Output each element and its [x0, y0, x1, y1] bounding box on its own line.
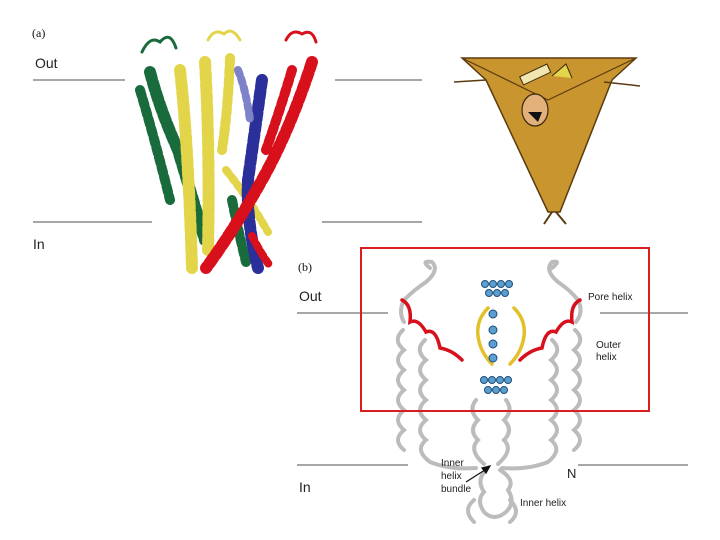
- membrane-lines-b: [297, 312, 688, 466]
- inner-helix-bundle-label-line3: bundle: [441, 484, 472, 495]
- panel-a-in-label: In: [33, 236, 45, 252]
- outer-helix-label-line2: helix: [596, 352, 617, 363]
- pore-helix-segments: [400, 298, 582, 366]
- panel-b-out-label: Out: [299, 288, 322, 304]
- panel-b-in-label: In: [299, 479, 311, 495]
- protein-ribbon-a: [135, 29, 318, 274]
- membrane-lines-a: [33, 79, 422, 223]
- panel-a-label: (a): [32, 26, 46, 40]
- n-terminus-label: N: [567, 466, 577, 481]
- panel-a-out-label: Out: [35, 55, 58, 71]
- ion-column: [480, 280, 513, 394]
- bundle-pointer-arrow: [465, 465, 492, 483]
- inner-helix-bundle-label-line1: Inner: [441, 458, 464, 469]
- pore-helix-label: Pore helix: [588, 292, 633, 303]
- inner-helix-bundle-label-line2: helix: [441, 471, 462, 482]
- inner-helix-label: Inner helix: [520, 498, 567, 509]
- pore-region-highlight-box: [360, 247, 650, 412]
- outer-helix-label-line1: Outer: [596, 340, 622, 351]
- panel-b-label: (b): [298, 260, 312, 274]
- funnel-character-illustration: [453, 57, 641, 225]
